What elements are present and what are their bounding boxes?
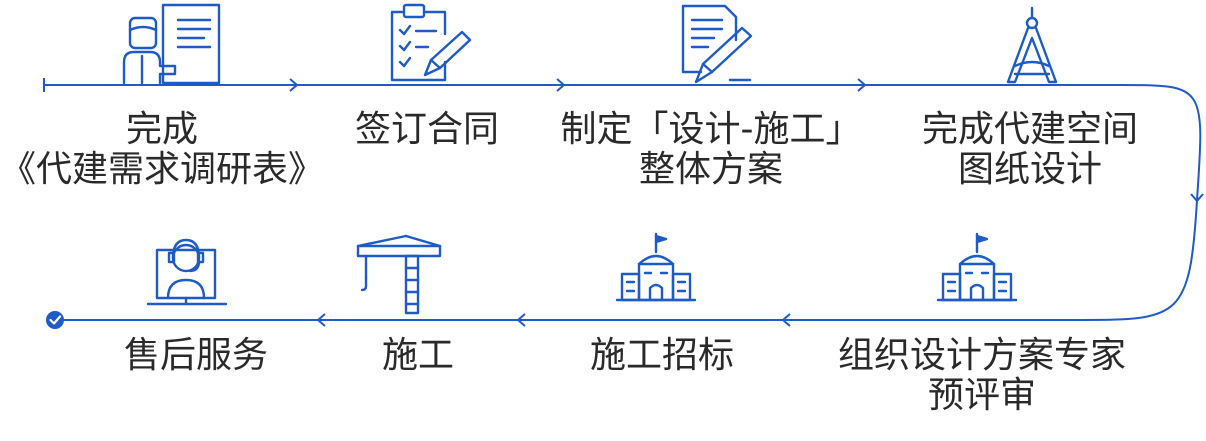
chevron-right-icon bbox=[289, 78, 299, 92]
step-label: 制定「设计-施工」 整体方案 bbox=[560, 109, 862, 190]
support-agent-icon bbox=[146, 238, 228, 306]
building-flag-icon bbox=[615, 232, 697, 302]
chevron-right-icon bbox=[857, 78, 867, 92]
step-label: 完成 《代建需求调研表》 bbox=[0, 109, 325, 190]
step-label: 施工招标 bbox=[589, 335, 735, 376]
step-label: 签订合同 bbox=[354, 109, 500, 150]
end-check-icon bbox=[46, 311, 64, 329]
chevron-left-icon bbox=[781, 313, 791, 327]
tower-crane-icon bbox=[356, 234, 442, 315]
presenter-board-icon bbox=[122, 3, 221, 85]
step-label: 售后服务 bbox=[123, 335, 269, 376]
document-pen-icon bbox=[681, 4, 753, 84]
step-label: 组织设计方案专家 预评审 bbox=[837, 335, 1127, 416]
chevron-down-icon bbox=[1190, 193, 1204, 203]
clipboard-pen-icon bbox=[390, 3, 472, 82]
chevron-left-icon bbox=[316, 313, 326, 327]
drafting-compass-icon bbox=[1006, 6, 1058, 84]
building-flag-icon bbox=[936, 232, 1018, 302]
step-label: 完成代建空间 图纸设计 bbox=[921, 109, 1139, 190]
chevron-right-icon bbox=[556, 78, 566, 92]
step-label: 施工 bbox=[381, 335, 455, 376]
chevron-left-icon bbox=[516, 313, 526, 327]
